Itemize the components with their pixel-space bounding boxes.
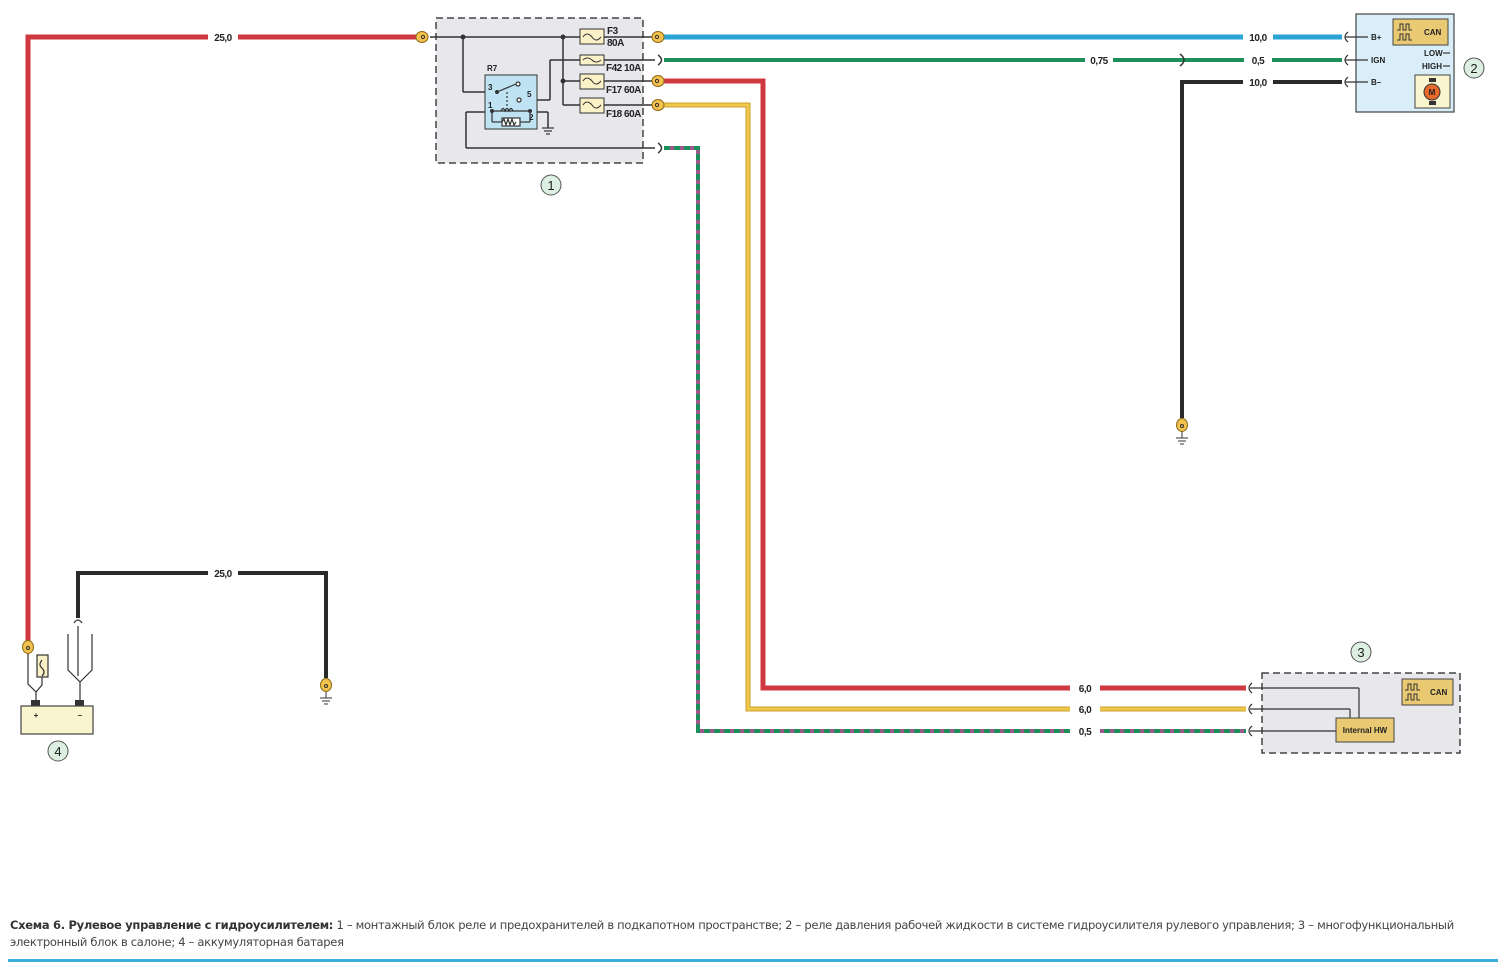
fuse-f3-name: F3 — [607, 26, 619, 37]
wire-size-label: 10,0 — [1249, 78, 1267, 89]
pin-ign: IGN — [1371, 56, 1385, 65]
wire-size-label: 10,0 — [1249, 33, 1267, 44]
divider — [8, 959, 1498, 962]
can-bus-icon: CAN — [1392, 18, 1449, 46]
fuse-relay-block-1: R7 3 5 1 2 — [430, 17, 655, 196]
svg-text:CAN: CAN — [1430, 688, 1448, 697]
pin-bplus: B+ — [1371, 33, 1382, 42]
battery-4: + – 4 — [20, 619, 94, 762]
ground-icon — [542, 127, 554, 135]
battery-minus: – — [78, 711, 83, 720]
pin-bminus: B– — [1371, 78, 1382, 87]
wire-module2-ground: 10,0 — [1180, 75, 1342, 418]
battery-plus: + — [34, 711, 39, 720]
low-label: LOW — [1424, 49, 1443, 58]
wire-size-label: 0,5 — [1252, 56, 1265, 67]
callout-2: 2 — [1463, 57, 1485, 79]
ring-terminal-icon — [651, 75, 665, 87]
wire-size-label: 6,0 — [1079, 684, 1092, 695]
ring-terminal-icon — [415, 31, 429, 43]
wire-size-label: 0,75 — [1090, 56, 1108, 67]
high-label: HIGH — [1422, 62, 1442, 71]
svg-text:M: M — [1429, 88, 1436, 97]
wire-battery-ground: 25,0 — [76, 566, 328, 678]
fuse-f42-label: F42 10A — [606, 63, 641, 74]
fuse-f18: F18 60A — [579, 97, 642, 120]
wire-size-label: 0,5 — [1079, 727, 1092, 738]
internal-hw-box: Internal HW — [1335, 717, 1395, 743]
caption-text: 1 – монтажный блок реле и предохранителе… — [10, 918, 1454, 949]
wire-f17-to-module3: 6,0 — [664, 78, 1246, 695]
wire-f18-to-module3: 6,0 — [664, 102, 1246, 716]
wire-size-label: 25,0 — [214, 33, 232, 44]
wire-size-label: 6,0 — [1079, 705, 1092, 716]
wire-battery-to-block: 25,0 — [25, 30, 416, 642]
ground-icon — [1176, 437, 1188, 445]
fuse-f17-label: F17 60A — [606, 85, 641, 96]
wire-size-label: 25,0 — [214, 569, 232, 580]
svg-text:CAN: CAN — [1424, 28, 1442, 37]
svg-text:3: 3 — [1357, 645, 1364, 660]
ring-terminal-icon — [651, 31, 665, 43]
svg-text:1: 1 — [547, 178, 554, 193]
relay-pin-2: 2 — [529, 113, 534, 122]
motor-icon: M — [1414, 74, 1451, 109]
svg-text:4: 4 — [54, 744, 61, 759]
svg-text:2: 2 — [1470, 61, 1477, 76]
wire-f3-to-module2: 10,0 — [662, 30, 1342, 44]
fuse-f3-rating: 80A — [607, 38, 624, 49]
callout-3: 3 — [1350, 641, 1372, 663]
fuse-f17: F17 60A — [579, 73, 642, 96]
fuse-f42: F42 10A — [579, 54, 642, 74]
fuse-f3: F3 80A — [579, 26, 625, 49]
wire-block-to-module3: 0,5 — [664, 146, 1246, 738]
callout-1: 1 — [540, 174, 562, 196]
fuse-f18-label: F18 60A — [606, 109, 641, 120]
pressure-relay-module-2: B+ IGN B– CAN LOW HIGH M 2 — [1344, 13, 1485, 113]
caption-title: Схема 6. Рулевое управление с гидроусили… — [10, 918, 334, 932]
relay-r7: R7 3 5 1 2 — [484, 64, 538, 130]
callout-4: 4 — [47, 740, 69, 762]
wiring-diagram: R7 3 5 1 2 — [20, 13, 1485, 762]
figure-caption: Схема 6. Рулевое управление с гидроусили… — [10, 917, 1495, 951]
ring-terminal-icon — [651, 99, 665, 111]
relay-pin-1: 1 — [488, 101, 493, 110]
svg-text:Internal HW: Internal HW — [1343, 726, 1388, 735]
wire-f42-to-module2-ign: 0,75 0,5 — [664, 53, 1342, 67]
socket-connector-icon — [657, 54, 663, 154]
relay-pin-3: 3 — [488, 83, 493, 92]
ground-icon — [320, 697, 332, 705]
ground-terminal — [320, 678, 332, 705]
can-bus-icon: CAN — [1401, 678, 1454, 706]
relay-pin-5: 5 — [527, 90, 532, 99]
multifunction-module-3: Internal HW CAN 3 — [1248, 641, 1461, 754]
ground-terminal — [1176, 418, 1188, 445]
relay-label: R7 — [487, 64, 498, 73]
